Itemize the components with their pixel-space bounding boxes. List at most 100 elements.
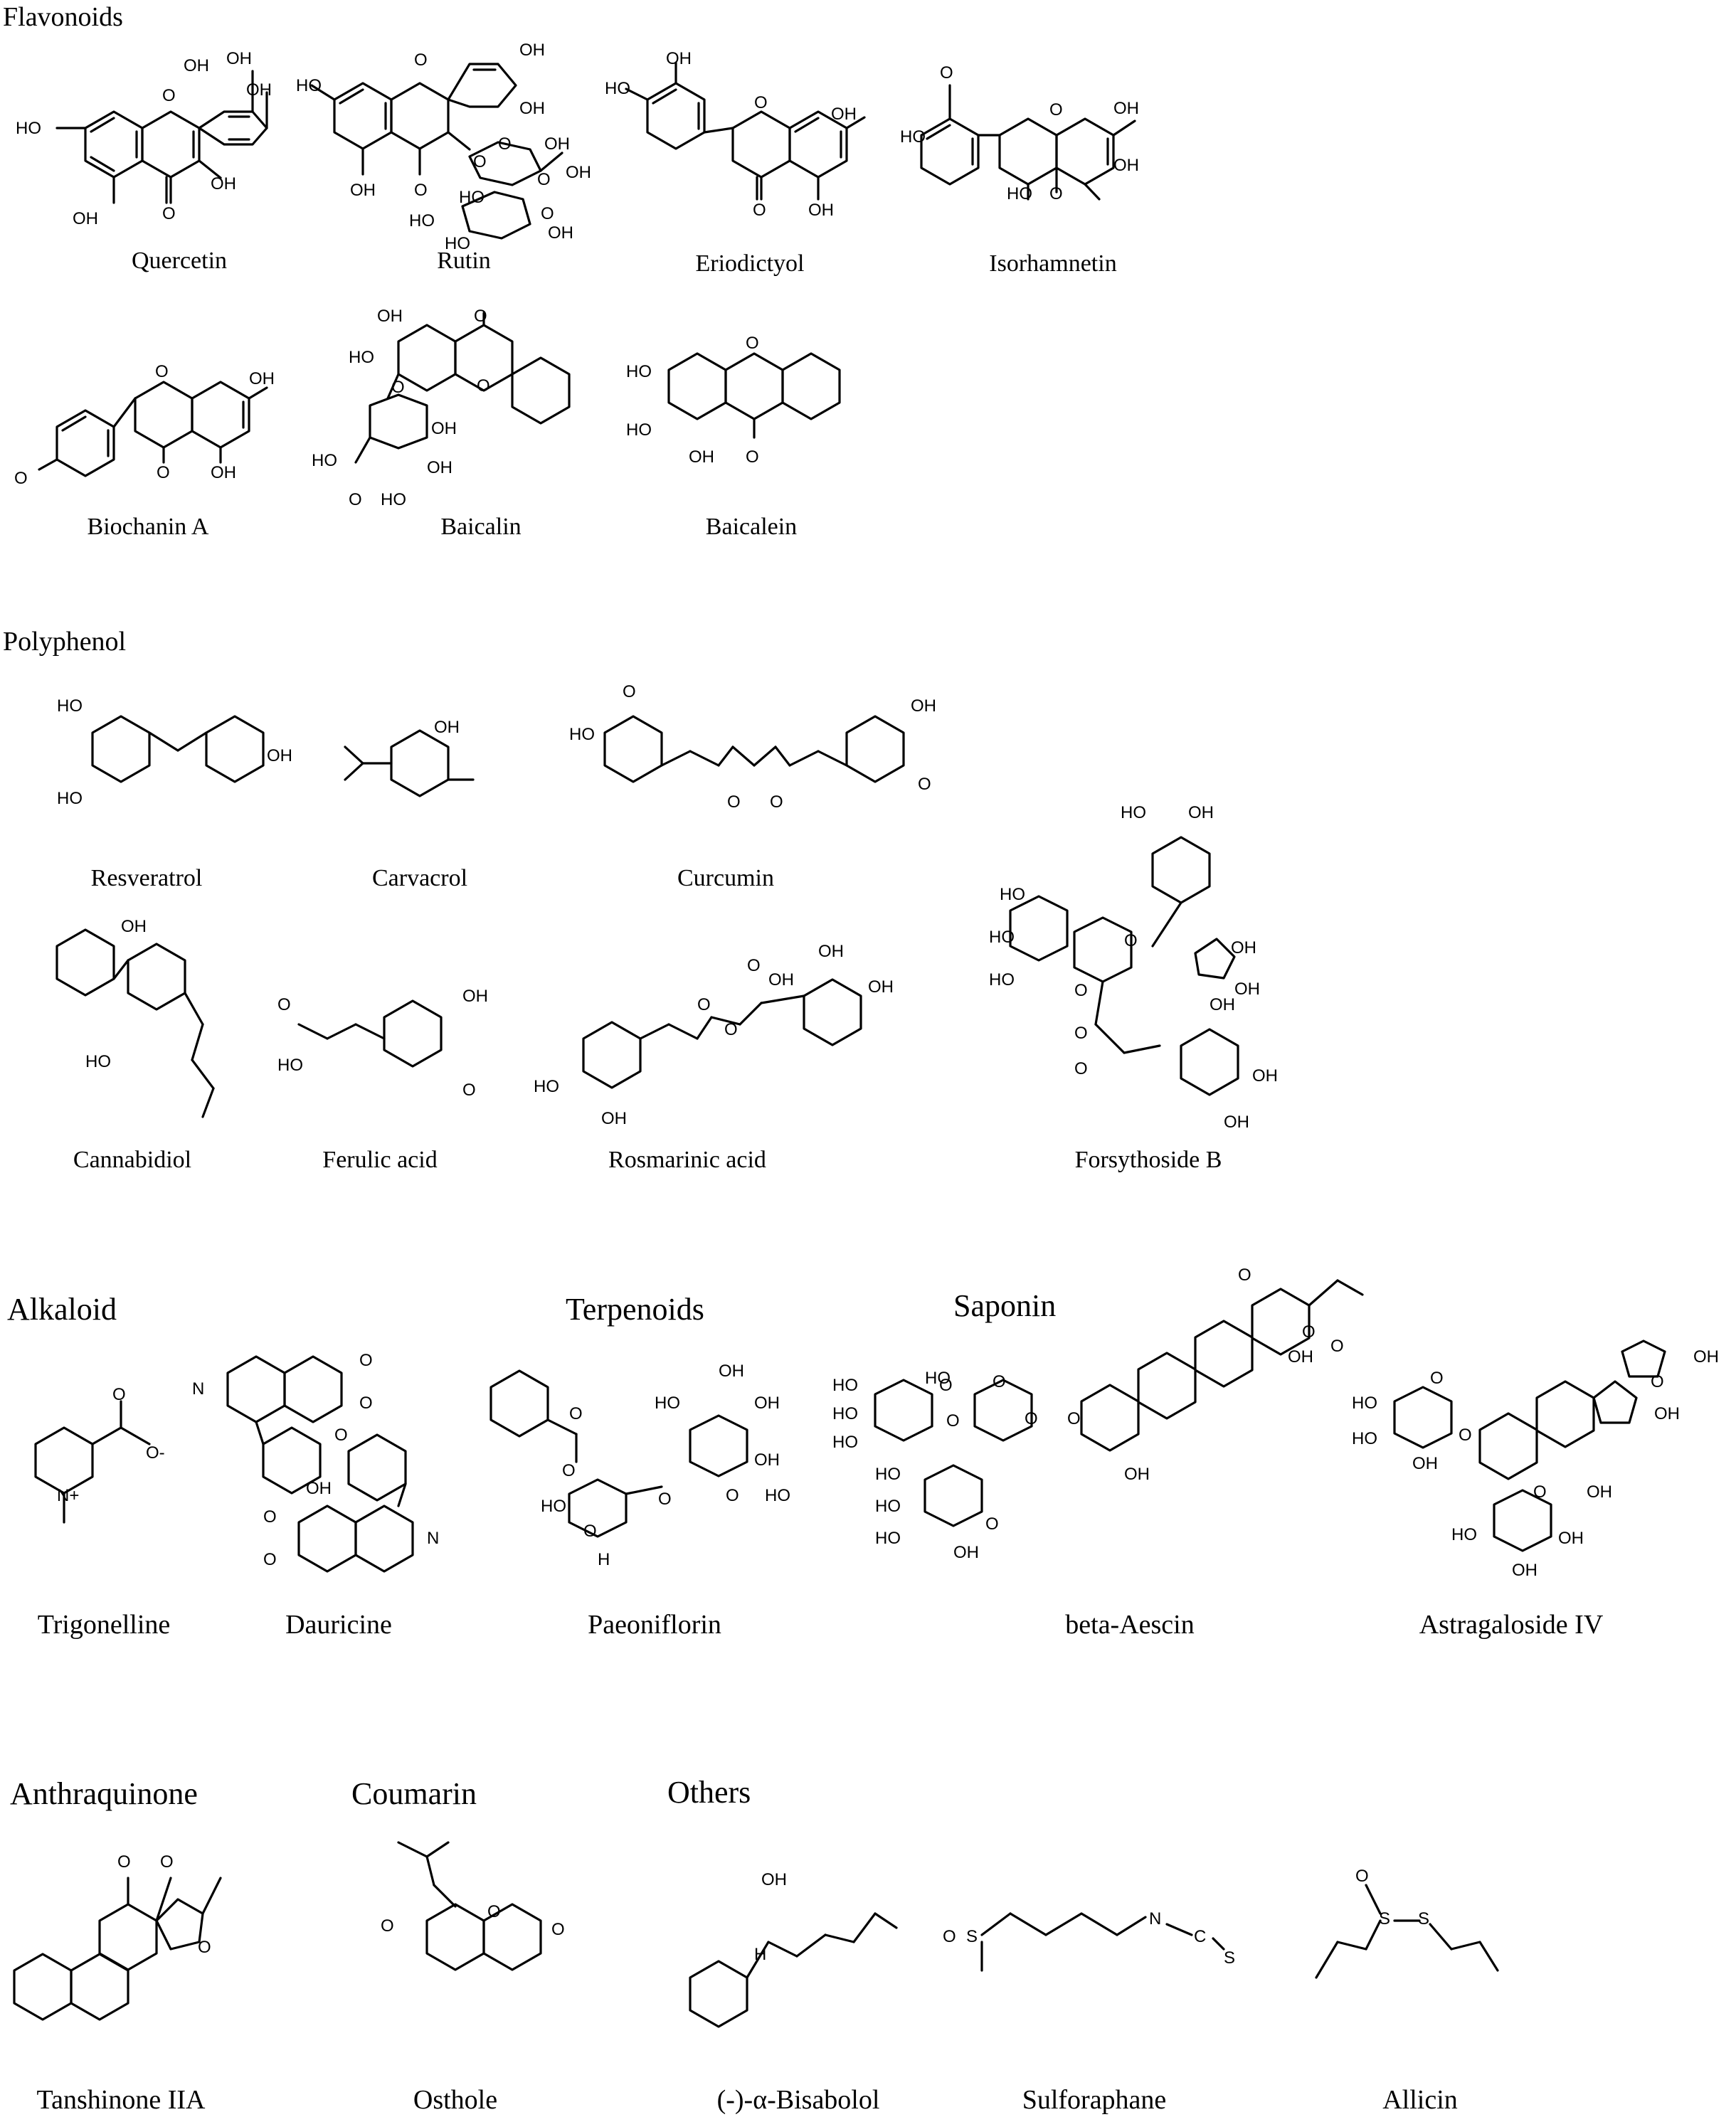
atom-label-ho: HO xyxy=(989,970,1015,989)
atom-label-ho: HO xyxy=(1121,803,1146,822)
atom-label-oh: OH xyxy=(868,977,894,997)
atom-label-o: O xyxy=(277,995,291,1014)
compound-name-sulforaphane: Sulforaphane xyxy=(1022,2085,1167,2115)
atom-label-o: O xyxy=(1533,1482,1547,1502)
atom-label-o: O xyxy=(162,86,176,105)
atom-label-o: O xyxy=(754,93,768,112)
compound-name-ferulic-acid: Ferulic acid xyxy=(322,1147,438,1173)
section-title-polyphenol: Polyphenol xyxy=(3,627,127,657)
atom-label-oh: OH xyxy=(249,369,275,388)
atom-label-ho: HO xyxy=(1352,1429,1377,1448)
atom-label-oh: OH xyxy=(818,942,844,961)
atom-label-oh: OH xyxy=(1124,1465,1150,1484)
atom-label-n: N xyxy=(192,1379,204,1399)
atom-label-oh: OH xyxy=(1231,938,1256,957)
atom-label-n-plus: N+ xyxy=(57,1486,79,1505)
compound-name-quercetin: Quercetin xyxy=(131,248,228,274)
atom-label-o: O xyxy=(157,463,170,482)
atom-label-ho: HO xyxy=(925,1369,951,1388)
compound-name-curcumin: Curcumin xyxy=(677,865,774,891)
atom-label-oh: OH xyxy=(306,1479,332,1498)
atom-label-oh: OH xyxy=(761,1870,787,1889)
cannabidiol-structure: OH HO xyxy=(21,889,235,1124)
rosmarinic-acid-structure: O O O OH OH OH HO OH xyxy=(534,939,918,1131)
osthole-structure: O O O xyxy=(370,1828,569,2042)
section-title-anthraquinone: Anthraquinone xyxy=(10,1776,198,1811)
compound-name-allicin: Allicin xyxy=(1382,2085,1458,2115)
atom-label-o: O xyxy=(112,1385,126,1404)
atom-label-ho: HO xyxy=(534,1077,559,1096)
atom-label-oh: OH xyxy=(808,201,834,220)
atom-label-o: O xyxy=(746,334,759,353)
atom-label-o: O xyxy=(939,1376,953,1395)
atom-label-oh: OH xyxy=(73,209,98,228)
carvacrol-structure: OH xyxy=(334,711,505,818)
atom-label-o: O xyxy=(349,490,362,509)
atom-label-o: O xyxy=(498,134,512,154)
atom-label-o: O xyxy=(1355,1867,1369,1886)
eriodictyol-structure: OH HO O O OH OH xyxy=(605,49,875,242)
compound-name-osthole: Osthole xyxy=(413,2085,498,2115)
atom-label-s: S xyxy=(1418,1909,1429,1928)
atom-label-oh: OH xyxy=(548,223,573,243)
atom-label-o: O xyxy=(1302,1322,1316,1342)
atom-label-n: N xyxy=(427,1529,439,1548)
atom-label-ho: HO xyxy=(832,1376,858,1395)
atom-label-o: O xyxy=(198,1938,211,1957)
atom-label-oh: OH xyxy=(1234,980,1260,999)
atom-label-ho: HO xyxy=(626,362,652,381)
atom-label-n: N xyxy=(1149,1909,1161,1928)
atom-label-oh: OH xyxy=(754,1450,780,1470)
atom-label-o: O xyxy=(1430,1369,1444,1388)
resveratrol-structure: HO HO OH xyxy=(50,696,306,818)
compound-name-baicalin: Baicalin xyxy=(440,514,522,540)
atom-label-ho: HO xyxy=(541,1497,566,1516)
atom-label-oh: OH xyxy=(911,696,936,716)
atom-label-oh: OH xyxy=(566,163,591,182)
atom-label-ho: HO xyxy=(445,234,470,253)
atom-label-o: O xyxy=(726,1486,739,1505)
atom-label-o: O xyxy=(770,792,783,812)
atom-label-oh: OH xyxy=(1412,1454,1438,1473)
atom-label-o: O xyxy=(263,1507,277,1527)
atom-label-o: O xyxy=(697,995,711,1014)
biochanin-a-structure: O O O OH OH xyxy=(14,313,285,491)
compound-name-cannabidiol: Cannabidiol xyxy=(73,1147,192,1173)
compound-name-astragaloside-iv: Astragaloside IV xyxy=(1419,1610,1604,1640)
atom-label-o: O xyxy=(658,1490,672,1509)
atom-label-oh: OH xyxy=(431,419,457,438)
atom-label-o: O xyxy=(1049,100,1063,120)
compound-name-baicalein: Baicalein xyxy=(705,514,798,540)
atom-label-oh: OH xyxy=(427,458,452,477)
atom-label-ho: HO xyxy=(626,420,652,440)
atom-label-o: O xyxy=(117,1852,131,1872)
atom-label-ho: HO xyxy=(989,928,1015,947)
compound-name-dauricine: Dauricine xyxy=(285,1610,392,1640)
atom-label-oh: OH xyxy=(719,1362,744,1381)
atom-label-o: O xyxy=(747,956,761,975)
baicalin-structure: OH O HO O O OH HO OH O HO xyxy=(306,307,591,519)
tanshinone-iia-structure: O O O xyxy=(13,1835,242,2049)
atom-label-o: O xyxy=(1049,184,1063,203)
atom-label-oh: OH xyxy=(121,917,147,936)
atom-label-ho: HO xyxy=(569,725,595,744)
atom-label-o: O xyxy=(334,1426,348,1445)
atom-label-o: O xyxy=(1074,1024,1088,1043)
atom-label-s: S xyxy=(1379,1909,1390,1928)
atom-label-o: O xyxy=(1459,1426,1472,1445)
section-title-terpenoids: Terpenoids xyxy=(566,1292,704,1327)
atom-label-oh: OH xyxy=(1113,99,1139,118)
atom-label-oh: OH xyxy=(1558,1529,1584,1548)
atom-label-oh: OH xyxy=(1224,1113,1249,1132)
compound-name-isorhamnetin: Isorhamnetin xyxy=(989,250,1117,277)
ferulic-acid-structure: O HO OH O xyxy=(270,982,512,1110)
atom-label-oh: OH xyxy=(1693,1347,1719,1367)
atom-label-o: O xyxy=(724,1020,738,1039)
atom-label-o: O xyxy=(541,204,554,223)
compound-name-forsythoside-b: Forsythoside B xyxy=(1074,1147,1222,1173)
atom-label-oh: OH xyxy=(1288,1347,1313,1367)
atom-label-oh: OH xyxy=(226,49,252,68)
atom-label-o: O xyxy=(993,1372,1006,1391)
atom-label-o: O xyxy=(753,201,766,220)
atom-label-oh: OH xyxy=(434,718,460,737)
